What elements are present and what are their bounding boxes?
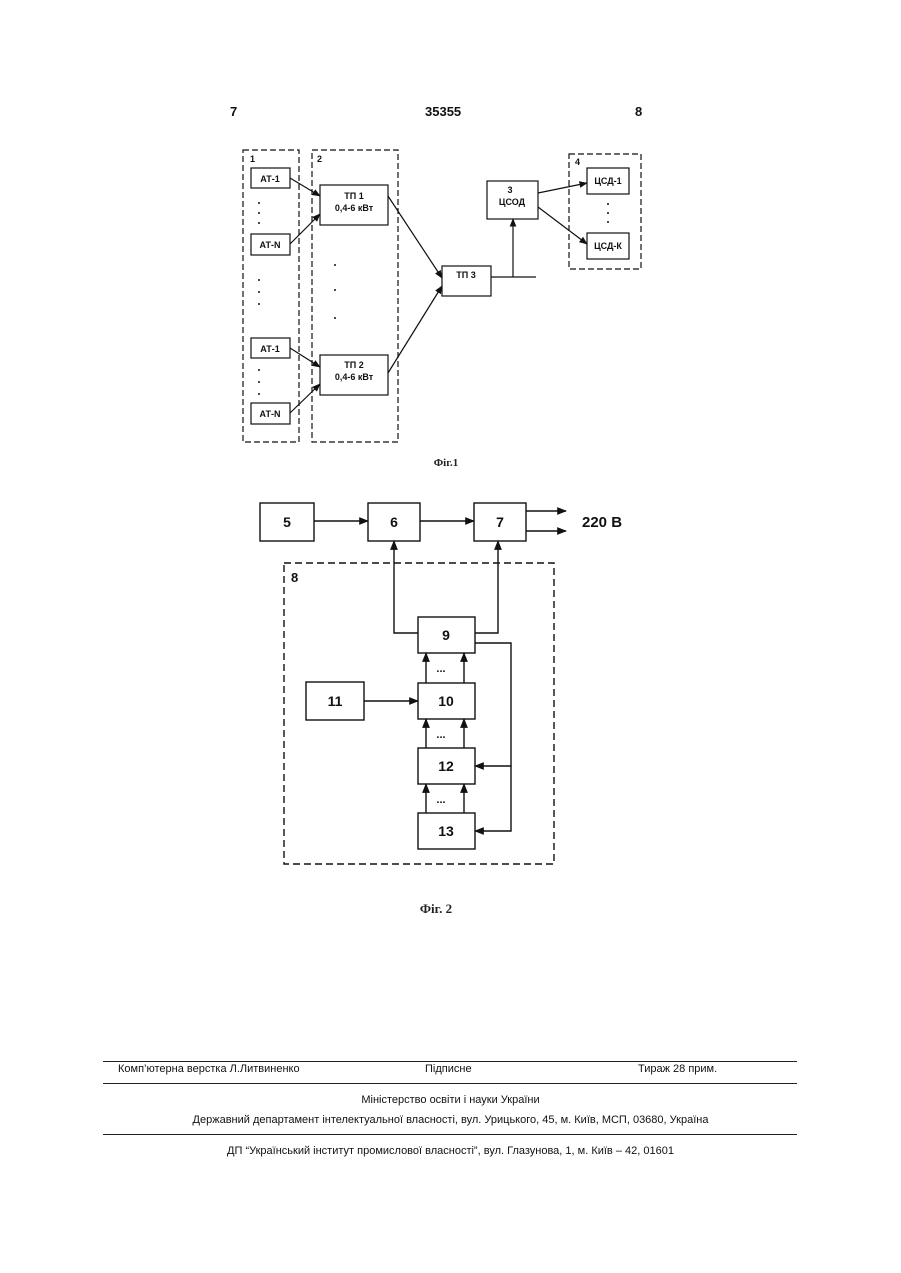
footer-ministry: Міністерство освіти і науки України — [0, 1094, 901, 1106]
block-7-label: 7 — [496, 514, 504, 530]
tp1-label: ТП 1 — [344, 191, 363, 201]
group-label-2: 2 — [317, 154, 322, 164]
ellipsis-10-9: ... — [436, 663, 445, 675]
arrow-at1-tp2 — [290, 348, 320, 367]
footer-institute: ДП “Український інститут промислової вла… — [0, 1145, 901, 1157]
figure-1-labels: 1 2 3 4 АТ-1 АТ-N АТ-1 АТ-N ТП 1 0,4-6 к… — [250, 154, 622, 419]
fig1-ellipsis-dots — [258, 202, 609, 395]
footer-circulation: Тираж 28 прим. — [638, 1063, 717, 1075]
tp2-label: ТП 2 — [344, 360, 363, 370]
footer-department: Державний департамент інтелектуальної вл… — [0, 1114, 901, 1126]
feedback-9-13 — [475, 766, 511, 831]
csod-label: ЦСОД — [499, 197, 526, 207]
arrow-9-7 — [475, 541, 498, 633]
block-13-label: 13 — [438, 823, 454, 839]
footer-rule-top — [103, 1061, 797, 1062]
ellipsis-12-10: ... — [436, 729, 445, 741]
arrow-tp2-tp3 — [388, 286, 442, 373]
figure-1 — [243, 150, 641, 442]
arrow-at1-tp1 — [290, 178, 320, 196]
atn-top-label: АТ-N — [259, 240, 280, 250]
tp3-label: ТП 3 — [456, 270, 475, 280]
group-4-frame — [569, 154, 641, 269]
group-8-frame — [284, 563, 554, 864]
group-label-1: 1 — [250, 154, 255, 164]
output-voltage-label: 220 В — [582, 514, 622, 531]
group-8-label: 8 — [291, 570, 298, 585]
footer-typesetting: Комп’ютерна верстка Л.Литвиненко — [118, 1063, 300, 1075]
at1-bottom-label: АТ-1 — [260, 344, 280, 354]
arrow-9-6 — [394, 541, 418, 633]
block-10-label: 10 — [438, 693, 454, 709]
feedback-9-12 — [475, 643, 511, 766]
group-1-frame — [243, 150, 299, 442]
tp2-power: 0,4-6 кВт — [335, 372, 374, 382]
arrow-csod-csd1 — [538, 183, 587, 193]
figure-2-caption: Фіг. 2 — [420, 901, 452, 916]
group-label-3: 3 — [507, 185, 512, 195]
csd1-label: ЦСД-1 — [594, 176, 621, 186]
arrow-atn-tp1 — [290, 214, 320, 244]
block-11-label: 11 — [328, 693, 343, 709]
arrow-tp1-tp3 — [388, 196, 442, 278]
block-6-label: 6 — [390, 514, 398, 530]
at1-top-label: АТ-1 — [260, 174, 280, 184]
footer-rule-middle — [103, 1083, 797, 1084]
block-12-label: 12 — [438, 758, 454, 774]
group-label-4: 4 — [575, 157, 580, 167]
atn-bottom-label: АТ-N — [259, 409, 280, 419]
tp1-power: 0,4-6 кВт — [335, 203, 374, 213]
figure-2 — [260, 503, 566, 864]
block-9-label: 9 — [442, 627, 450, 643]
arrow-atn-tp2 — [290, 384, 320, 413]
figure-1-caption: Фіг.1 — [434, 457, 459, 469]
csdk-label: ЦСД-К — [594, 241, 622, 251]
footer-rule-bottom — [103, 1134, 797, 1135]
block-5-label: 5 — [283, 514, 291, 530]
arrow-csod-csdk — [538, 207, 587, 244]
ellipsis-13-12: ... — [436, 794, 445, 806]
footer-signed: Підписне — [425, 1063, 472, 1075]
